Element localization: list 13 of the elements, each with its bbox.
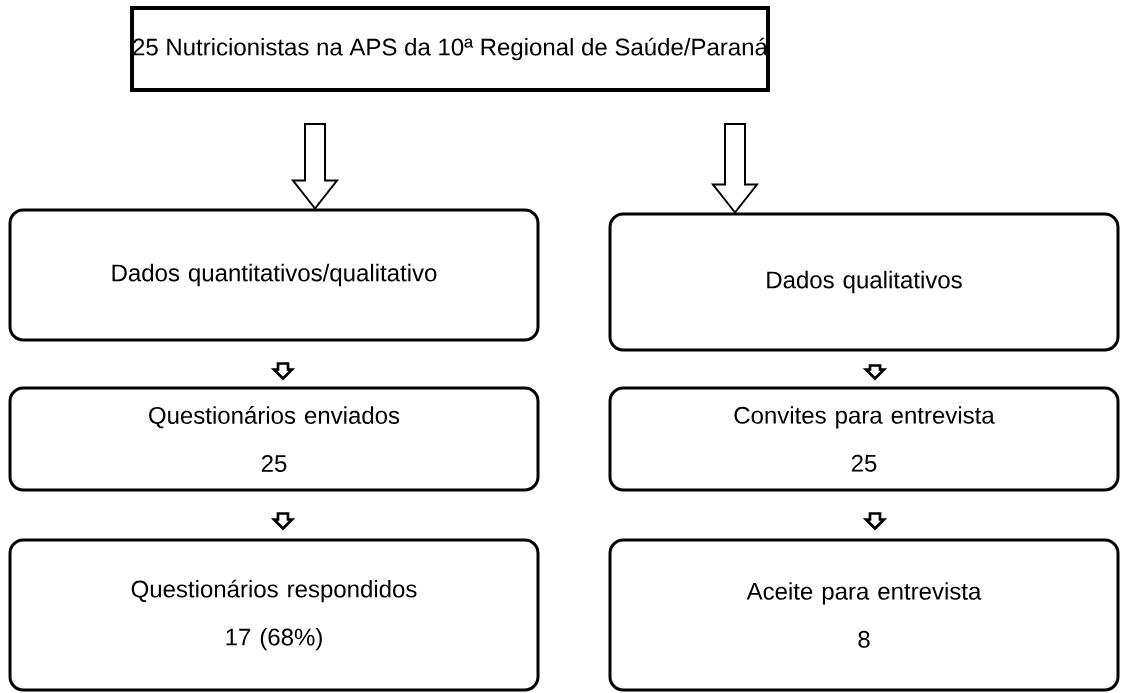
block-arrow xyxy=(710,123,760,215)
block-arrow xyxy=(862,512,888,531)
process-box: Dados quantitativos/qualitativo xyxy=(8,208,540,342)
process-box: Questionários enviados 25 xyxy=(8,386,540,492)
process-box: Convites para entrevista 25 xyxy=(608,386,1120,492)
block-arrow xyxy=(290,123,340,211)
process-box: Questionários respondidos 17 (68%) xyxy=(8,538,540,692)
block-arrow xyxy=(270,512,296,531)
process-box: Dados qualitativos xyxy=(608,212,1120,352)
title-box: 25 Nutricionistas na APS da 10ª Regional de Saúde/Paraná xyxy=(130,6,770,92)
process-box: Aceite para entrevista 8 xyxy=(608,538,1120,692)
block-arrow xyxy=(862,364,888,381)
block-arrow xyxy=(270,362,296,381)
